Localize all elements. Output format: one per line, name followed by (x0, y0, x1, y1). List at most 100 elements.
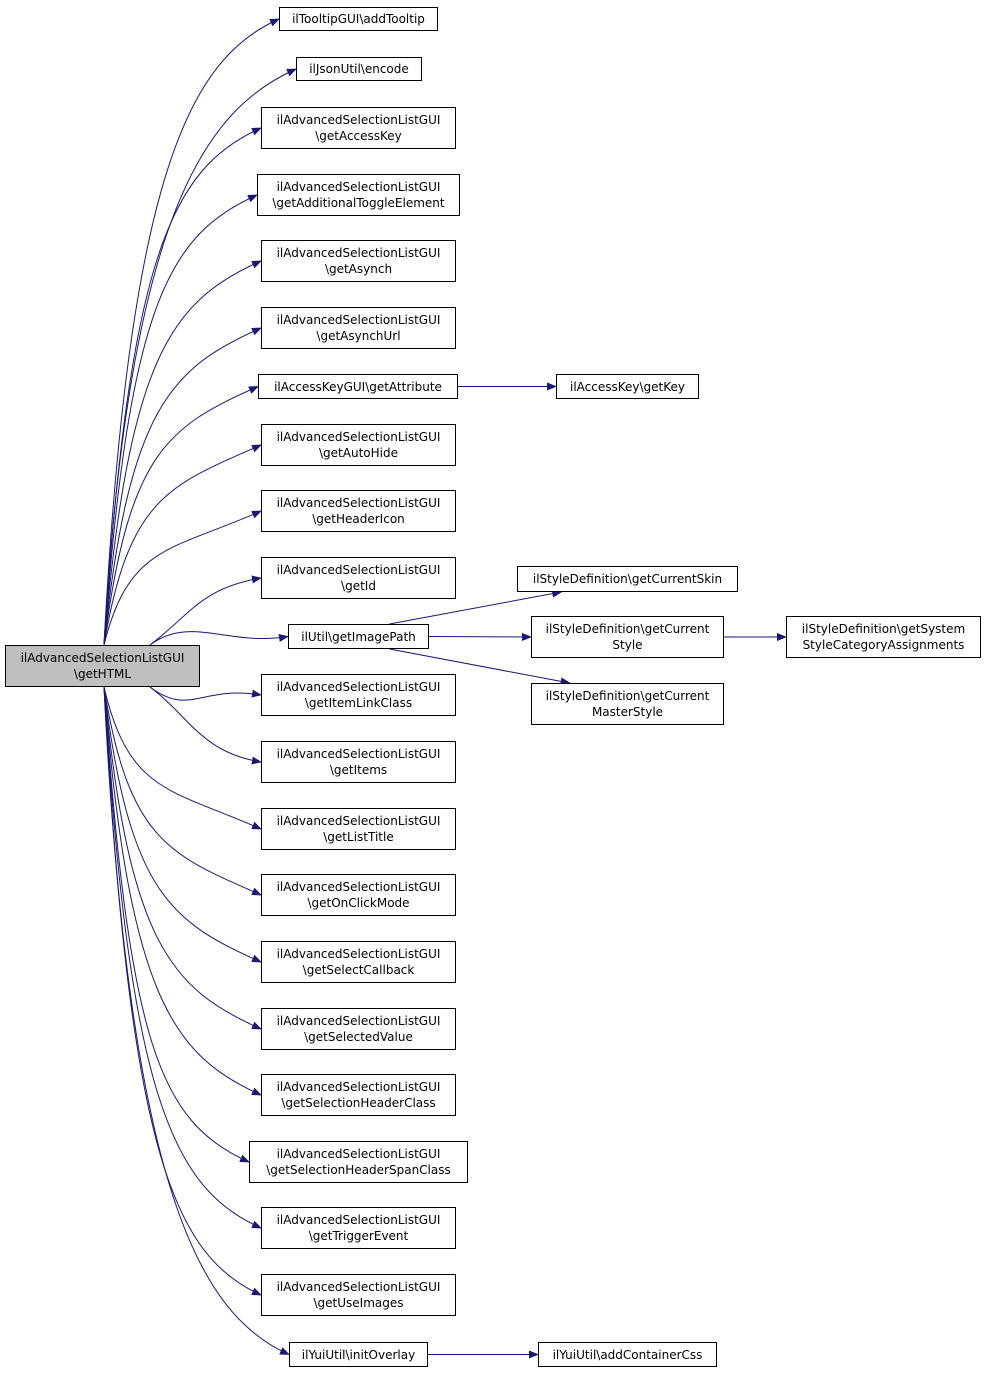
node-getSelectionHeaderClass[interactable]: ilAdvancedSelectionListGUI\getSelectionH… (261, 1074, 456, 1116)
node-label-line: ilTooltipGUI\addTooltip (292, 12, 425, 26)
edge-root-to-getImagePath (149, 631, 289, 646)
edge-root-to-getAccessKey (103, 127, 262, 646)
node-getSelectCallback[interactable]: ilAdvancedSelectionListGUI \getSelectCall… (261, 941, 456, 983)
edge-getImagePath-to-getCurrentSkin (389, 589, 563, 625)
node-label-line: ilAdvancedSelectionListGUI (276, 113, 441, 127)
node-label-line: \getSelectedValue (304, 1030, 413, 1044)
edge-root-to-getSelectionHeaderSpanClass (103, 686, 250, 1163)
node-label-line: ilYuiUtil\addContainerCss (552, 1347, 703, 1362)
edge-getImagePath-to-getCurrentStyle (428, 632, 532, 641)
node-label-line: ilAdvancedSelectionListGUI (276, 246, 441, 260)
node-label-line: ilStyleDefinition\getSystem (801, 622, 966, 636)
node-getCurrentSkin[interactable]: ilStyleDefinition\getCurrentSkin (517, 566, 738, 592)
node-label-line: MasterStyle (591, 705, 664, 719)
node-label-line: \getHTML (73, 667, 132, 681)
node-getHeaderIcon[interactable]: ilAdvancedSelectionListGUI \getHeaderIcon (261, 490, 456, 532)
node-getAccessKey[interactable]: ilAdvancedSelectionListGUI \getAccessKey (261, 107, 456, 149)
node-getSelectionHeaderSpanClass[interactable]: ilAdvancedSelectionListGUI \getSelectionH… (249, 1141, 468, 1183)
node-label-line: \getListTitle (323, 830, 394, 844)
node-label-line: Style (612, 638, 643, 652)
node-label-line: ilYuiUtil\initOverlay (301, 1347, 416, 1362)
node-label-line: ilAdvancedSelectionListGUI (276, 747, 441, 761)
node-getListTitle[interactable]: ilAdvancedSelectionListGUI \getListTitle (261, 808, 456, 850)
node-getAttribute[interactable]: ilAccessKeyGUI\getAttribute (258, 374, 458, 399)
node-label-line: ilAdvancedSelectionListGUI (276, 880, 441, 894)
node-getAsynch[interactable]: ilAdvancedSelectionListGUI \getAsynch (261, 240, 456, 282)
node-getAsynchUrl[interactable]: ilAdvancedSelectionListGUI \getAsynchUrl (261, 307, 456, 349)
node-label-line: \getHeaderIcon (312, 512, 405, 526)
edge-root-to-getSelectionHeaderClass (103, 686, 262, 1096)
node-getAdditionalToggleElement[interactable]: ilAdvancedSelectionListGUI \getAdditional… (257, 174, 460, 216)
node-getKey[interactable]: ilAccessKey\getKey (556, 374, 699, 399)
node-getTriggerEvent[interactable]: ilAdvancedSelectionListGUI \getTriggerEve… (261, 1207, 456, 1249)
node-label-line: ilAdvancedSelectionListGUI (276, 1147, 441, 1161)
node-getUseImages[interactable]: ilAdvancedSelectionListGUI \getUseImages (261, 1274, 456, 1316)
edge-root-to-getOnClickMode (103, 686, 262, 896)
node-label-line: ilAccessKey\getKey (569, 379, 685, 394)
node-label-line: ilAdvancedSelectionListGUI (276, 180, 441, 194)
edge-root-to-addTooltip (103, 18, 280, 646)
edge-root-to-getListTitle (103, 686, 262, 830)
node-label-line: ilStyleDefinition\getCurrentSkin (532, 572, 723, 586)
node-label-line: ilStyleDefinition\getCurrent (545, 622, 710, 636)
node-root: ilAdvancedSelectionListGUI \getHTML (5, 645, 200, 687)
edge-root-to-getHeaderIcon (103, 510, 262, 646)
node-label-line: \getItems (329, 763, 388, 777)
edge-root-to-getItems (149, 686, 262, 765)
node-label-line: ilAdvancedSelectionListGUI (276, 1213, 441, 1227)
node-label-line: \getAsynch (324, 262, 393, 276)
node-label-line: \getOnClickMode (307, 896, 410, 910)
node-label-line: ilStyleDefinition\getCurrent (545, 689, 710, 703)
node-label-line: ilAccessKeyGUI\getAttribute (274, 379, 442, 394)
node-label-line: \getSelectCallback (302, 963, 415, 977)
node-label-line: ilAdvancedSelectionListGUI (276, 1280, 441, 1294)
node-initOverlay[interactable]: ilYuiUtil\initOverlay (289, 1342, 428, 1367)
node-label-line: ilAdvancedSelectionListGUI (20, 651, 185, 665)
node-label-line: \getAccessKey (315, 129, 402, 143)
node-getItems[interactable]: ilAdvancedSelectionListGUI \getItems (261, 741, 456, 783)
node-getAutoHide[interactable]: ilAdvancedSelectionListGUI \getAutoHide (261, 424, 456, 466)
node-label-line: \getTriggerEvent (308, 1229, 409, 1243)
node-label-line: ilAdvancedSelectionListGUI (276, 680, 441, 694)
node-getOnClickMode[interactable]: ilAdvancedSelectionListGUI \getOnClickMod… (261, 874, 456, 916)
node-label-line: \getUseImages (313, 1296, 404, 1310)
node-label-line: ilAdvancedSelectionListGUI (276, 496, 441, 510)
node-label-line: \getSelectionHeaderSpanClass (266, 1163, 451, 1177)
edge-root-to-getUseImages (103, 686, 262, 1296)
node-label-line: ilJsonUtil\encode (309, 62, 409, 76)
node-getImagePath[interactable]: ilUtil\getImagePath (288, 624, 429, 649)
node-label-line: \getAutoHide (319, 446, 398, 460)
edge-root-to-getId (149, 575, 262, 646)
node-label-line: \getId (341, 579, 376, 593)
node-label-line: \getAdditionalToggleElement (272, 196, 445, 210)
node-label-line: ilAdvancedSelectionListGUI (276, 1014, 441, 1028)
node-addContainerCss[interactable]: ilYuiUtil\addContainerCss (538, 1342, 717, 1367)
node-label-line: \getItemLinkClass (304, 696, 413, 710)
edge-root-to-getTriggerEvent (103, 686, 262, 1229)
node-getId[interactable]: ilAdvancedSelectionListGUI \getId (261, 557, 456, 599)
edge-root-to-getItemLinkClass (149, 686, 262, 701)
edge-root-to-getAttribute (103, 386, 259, 646)
edge-root-to-getAsynch (103, 260, 262, 646)
edge-root-to-getAsynchUrl (103, 327, 262, 646)
node-label-line: ilAdvancedSelectionListGUI (276, 1080, 441, 1094)
node-addTooltip[interactable]: ilTooltipGUI\addTooltip (279, 7, 438, 31)
edge-root-to-getAdditionalToggleElement (103, 194, 258, 646)
node-label-line: ilAdvancedSelectionListGUI (276, 947, 441, 961)
node-label-line: ilAdvancedSelectionListGUI (276, 313, 441, 327)
edge-getImagePath-to-getCurrentMasterStyle (389, 648, 571, 686)
edge-root-to-getSelectedValue (103, 686, 262, 1030)
node-label-line: StyleCategoryAssignments (802, 638, 965, 652)
node-label-line: ilAdvancedSelectionListGUI (276, 563, 441, 577)
edge-root-to-initOverlay (103, 686, 290, 1355)
node-encode[interactable]: ilJsonUtil\encode (296, 57, 422, 81)
node-getSelectedValue[interactable]: ilAdvancedSelectionListGUI \getSelectedVa… (261, 1008, 456, 1050)
node-label-line: \getAsynchUrl (316, 329, 401, 343)
node-label-line: ilAdvancedSelectionListGUI (276, 814, 441, 828)
node-label-line: ilAdvancedSelectionListGUI (276, 430, 441, 444)
node-getItemLinkClass[interactable]: ilAdvancedSelectionListGUI \getItemLinkCl… (261, 674, 456, 716)
